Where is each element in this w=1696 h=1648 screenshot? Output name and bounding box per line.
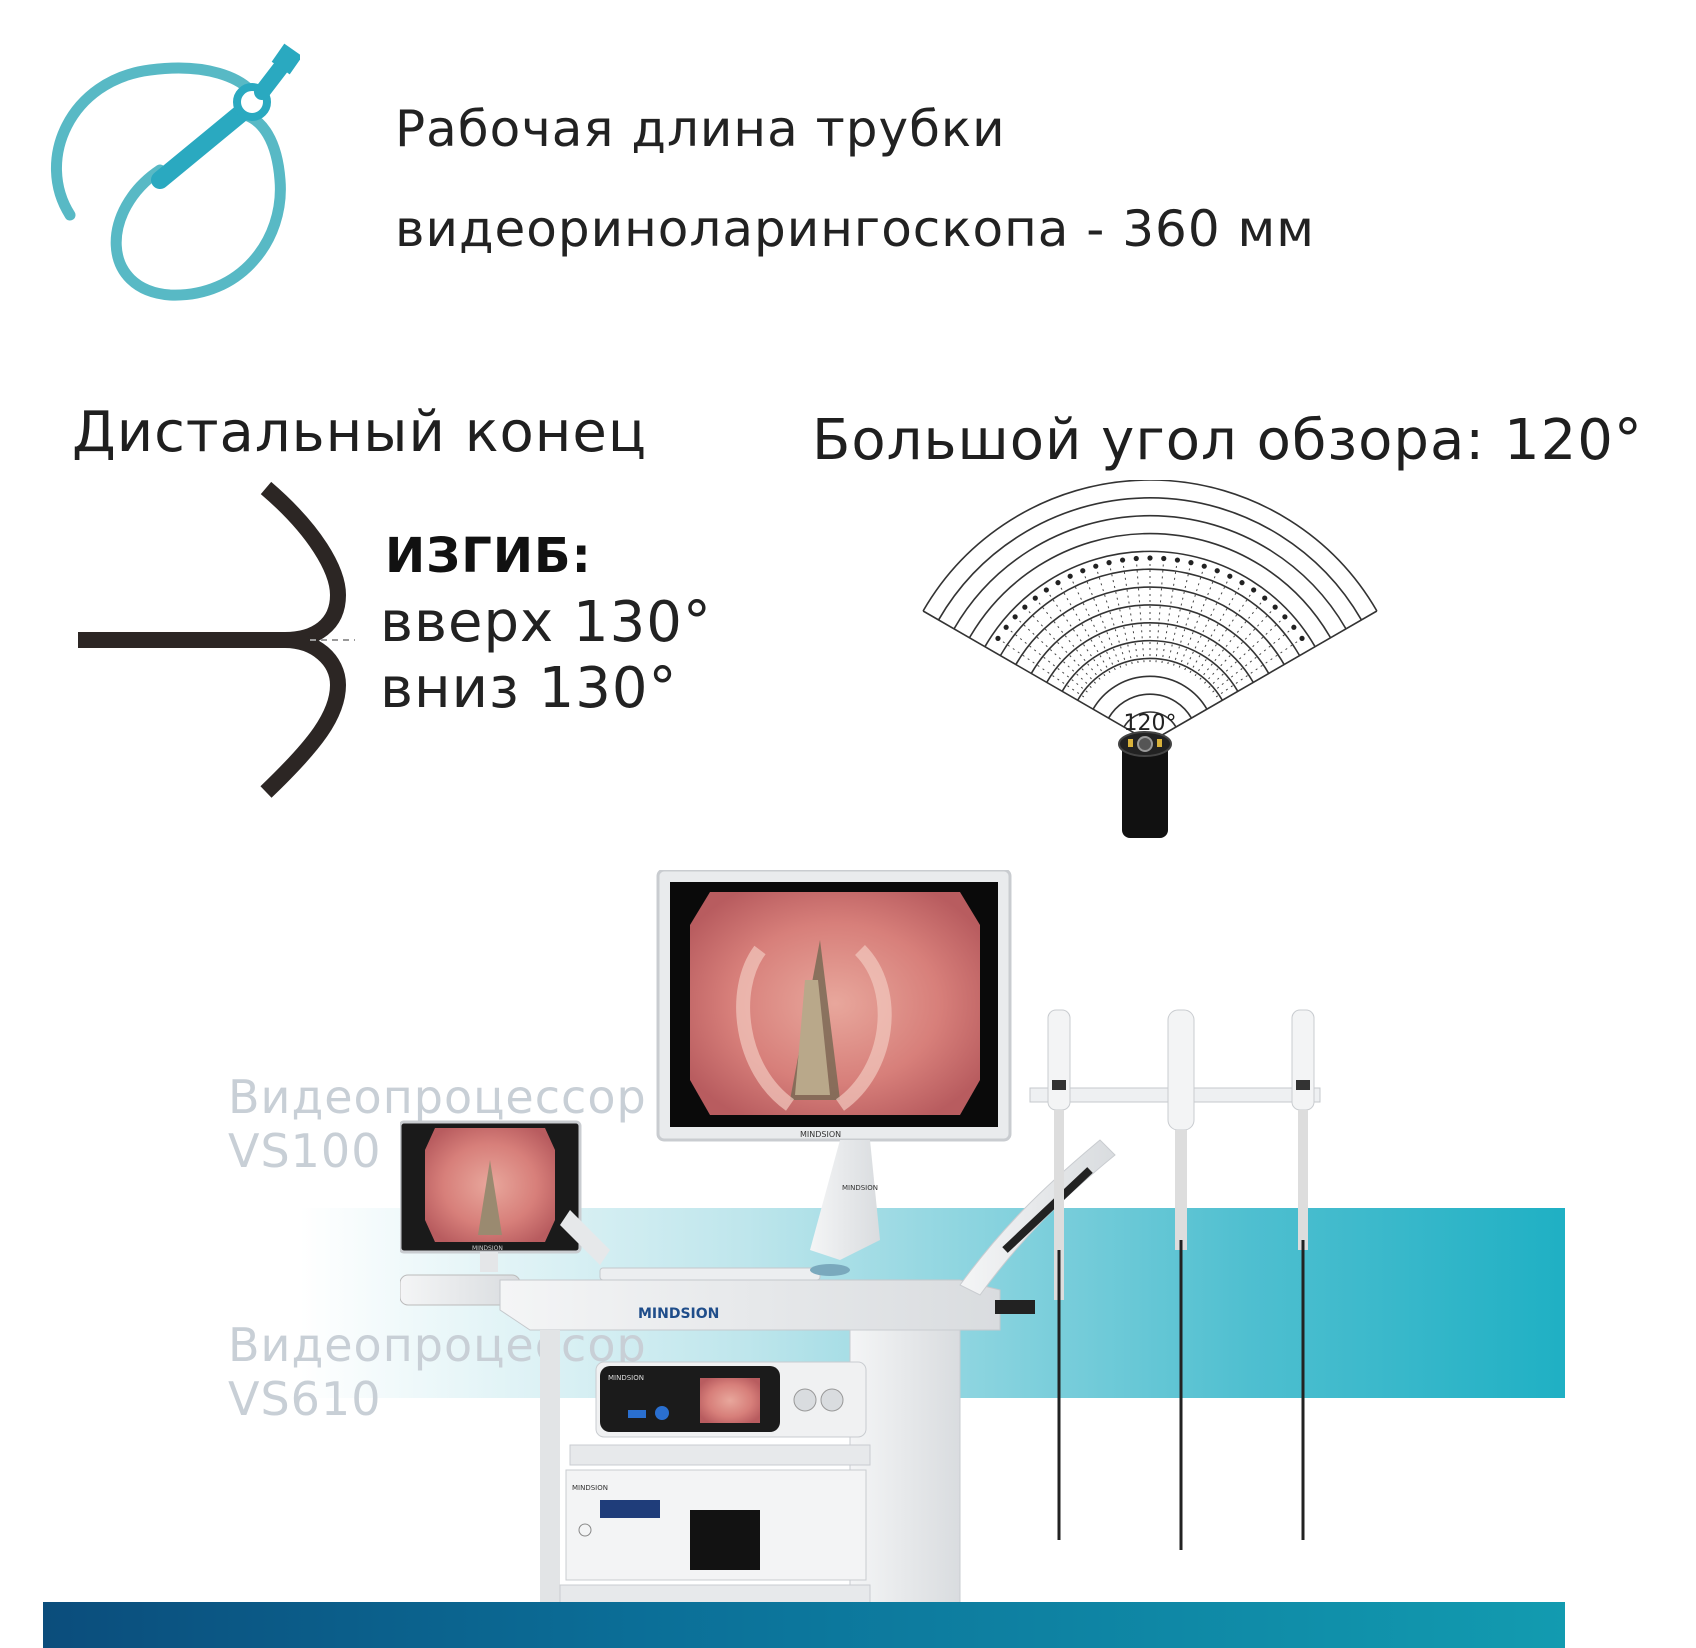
view-angle-ring (922, 479, 1378, 612)
bend-up-value: вверх 130° (380, 590, 712, 655)
view-angle-ring (968, 532, 1332, 639)
view-angle-ring (999, 568, 1301, 657)
view-angle-ring (1015, 586, 1285, 665)
view-angle-marker (1147, 555, 1153, 561)
tube-length-line1: Рабочая длина трубки (395, 100, 1006, 158)
view-angle-ring (1123, 711, 1177, 728)
processor-bottom-brand: MINDSION (572, 1484, 608, 1492)
view-angle-ray (1083, 574, 1122, 668)
endoscope-1 (1047, 1009, 1071, 1540)
view-angle-ray (1008, 629, 1088, 693)
view-angle-marker (1188, 560, 1194, 566)
endoscope-2 (1167, 1009, 1195, 1550)
view-angle-marker (1272, 604, 1278, 610)
view-angle-ray (1215, 640, 1300, 698)
endoscope-tube-icon (40, 40, 303, 310)
small-monitor: MINDSION (398, 1120, 610, 1272)
view-angle-marker (1251, 587, 1257, 593)
cart-body: MINDSION MINDSION MINDSION (399, 1264, 1001, 1611)
bend-label: ИЗГИБ: (385, 528, 592, 584)
vs100-label-line1: Видеопроцессор (228, 1070, 647, 1124)
tube-length-line2: видеориноларингоскопа - 360 мм (395, 200, 1315, 258)
cart-brand: MINDSION (638, 1306, 719, 1322)
view-angle-edge (922, 610, 1151, 743)
view-angle-ray (1109, 566, 1133, 665)
view-angle-marker (1055, 580, 1061, 586)
view-angle-marker (1003, 624, 1009, 630)
view-angle-label: 120° (1124, 711, 1177, 736)
view-angle-ray (1122, 563, 1139, 663)
view-angle-marker (1043, 587, 1049, 593)
view-angle-ring (1061, 639, 1239, 692)
view-angle-ring (1076, 657, 1224, 701)
endoscopes (1047, 1009, 1315, 1550)
endoscope-3 (1291, 1009, 1315, 1540)
vs610-label-line2: VS610 (228, 1372, 382, 1426)
view-angle-ring (1046, 621, 1254, 683)
view-angle-ray (1173, 569, 1204, 666)
view-angle-ray (1155, 562, 1164, 663)
view-angle-ray (1161, 563, 1178, 663)
view-angle-ring (937, 497, 1363, 621)
arm-brand: MINDSION (842, 1184, 878, 1192)
view-angle-ray (1000, 640, 1085, 698)
view-angle-ray (1194, 592, 1252, 677)
view-angle-edge (1149, 610, 1378, 743)
view-angle-marker (1022, 604, 1028, 610)
view-angle-marker (1133, 555, 1139, 562)
view-angle-ray (1017, 619, 1092, 688)
view-angle-marker (1282, 614, 1288, 620)
camera-tip-icon (1118, 731, 1172, 838)
view-angle-marker (1080, 568, 1086, 574)
view-angle-title: Большой угол обзора: 120° (812, 408, 1643, 473)
view-angle-marker (1299, 635, 1305, 641)
view-angle-marker (1227, 573, 1233, 579)
view-angle-marker (1291, 624, 1297, 630)
view-angle-marker (1161, 555, 1167, 562)
view-angle-ray (1048, 592, 1106, 677)
vs100-label-line2: VS100 (228, 1124, 382, 1178)
scope-holder (959, 1087, 1321, 1314)
bending-diagram-icon (70, 480, 370, 800)
view-angle-ring (1092, 675, 1208, 710)
view-angle-marker (1119, 557, 1126, 563)
view-angle-diagram: 120° (860, 479, 1440, 840)
processor-top-brand: MINDSION (608, 1374, 644, 1382)
view-angle-ray (1208, 619, 1283, 688)
vs100-label: Видеопроцессор VS100 (228, 1070, 647, 1178)
view-angle-ring (1030, 604, 1270, 674)
small-monitor-brand: MINDSION (472, 1245, 503, 1252)
view-angle-ring (1107, 693, 1193, 719)
view-angle-arcs (922, 479, 1378, 743)
distal-end-title: Дистальный конец (72, 400, 647, 465)
bottom-gradient-bar (43, 1602, 1565, 1648)
view-angle-marker (1032, 595, 1038, 601)
view-angle-ray (1167, 566, 1191, 665)
bend-down-value: вниз 130° (380, 656, 678, 721)
view-angle-marker (995, 635, 1001, 641)
view-angle-ray (1178, 574, 1217, 668)
view-angle-ray (1096, 569, 1127, 666)
view-angle-marker (1201, 563, 1207, 569)
view-angle-marker (1214, 568, 1220, 574)
main-monitor: MINDSION MINDSION (656, 868, 1012, 1260)
endoscopy-cart-illustration: MINDSION MINDSION MINDSION MINDSION (398, 868, 1360, 1611)
view-angle-marker (1174, 557, 1181, 563)
view-angle-ray (1136, 562, 1145, 663)
view-angle-marker (1067, 573, 1073, 579)
view-angle-marker (1012, 614, 1018, 620)
view-angle-marker (1262, 595, 1268, 601)
view-angle-ring (953, 514, 1347, 630)
view-angle-marker (1239, 580, 1245, 586)
monitor-brand: MINDSION (800, 1130, 841, 1139)
view-angle-marker (1093, 563, 1099, 569)
view-angle-ring (984, 550, 1316, 648)
view-angle-marker (1106, 560, 1112, 566)
